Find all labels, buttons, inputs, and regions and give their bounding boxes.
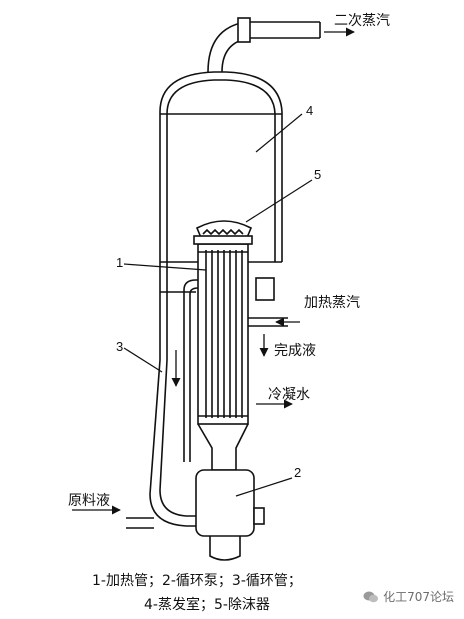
label-secondary-steam: 二次蒸汽 bbox=[334, 13, 390, 29]
watermark: 化工707论坛 bbox=[363, 588, 454, 605]
caption-line-1: 1-加热管；2-循环泵；3-循环管； bbox=[92, 573, 302, 589]
label-heating-steam: 加热蒸汽 bbox=[304, 295, 360, 311]
circulation-pump bbox=[195, 423, 265, 561]
caption-line-2: 4-蒸发室；5-除沫器 bbox=[144, 597, 270, 613]
part-number-2: 2 bbox=[294, 465, 302, 480]
label-finished-liquid: 完成液 bbox=[274, 343, 316, 359]
part-number-5: 5 bbox=[314, 167, 322, 182]
secondary-steam-pipe bbox=[207, 17, 321, 73]
part-number-1: 1 bbox=[116, 255, 124, 270]
wechat-icon bbox=[363, 591, 379, 602]
label-feed-liquid: 原料液 bbox=[68, 493, 110, 509]
watermark-text: 化工707论坛 bbox=[383, 590, 454, 604]
part-number-3: 3 bbox=[116, 339, 124, 354]
part-number-4: 4 bbox=[306, 103, 314, 118]
feed-inlet-pipe bbox=[126, 517, 154, 529]
label-cooling-water: 冷凝水 bbox=[268, 387, 310, 403]
part-leader-lines bbox=[123, 113, 313, 497]
heating-steam-inlet bbox=[248, 277, 288, 327]
circulation-pipe bbox=[149, 262, 204, 527]
evaporation-chamber bbox=[159, 71, 283, 263]
heating-tube-bundle bbox=[193, 235, 253, 425]
